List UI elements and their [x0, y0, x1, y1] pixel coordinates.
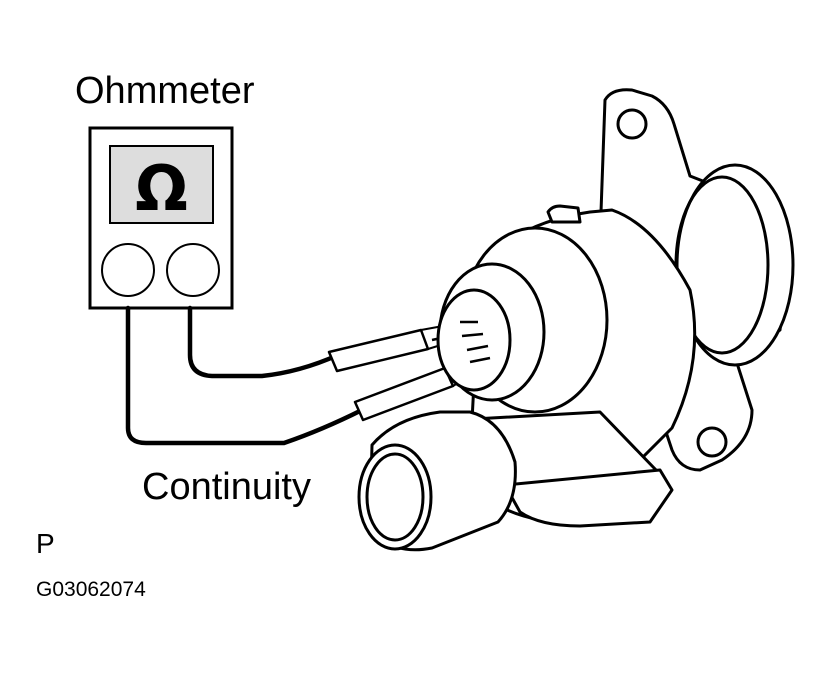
- connector-socket-inner: [436, 288, 512, 392]
- test-lead-lower: [125, 305, 365, 446]
- valve-top-nub: [546, 204, 582, 224]
- ohmmeter-label: Ohmmeter: [75, 70, 255, 112]
- ohmmeter-icon: Ω: [88, 126, 234, 310]
- ohmmeter-display: [109, 145, 214, 224]
- valve-side-pipe-opening: [357, 443, 433, 551]
- valve-base-foot: [503, 468, 674, 528]
- connector-pins: [460, 320, 491, 364]
- valve-side-pipe-opening-inner: [365, 452, 425, 542]
- continuity-label: Continuity: [142, 466, 311, 508]
- test-lead-upper: [187, 305, 341, 379]
- ohmmeter-terminal-right: [166, 243, 220, 297]
- view-marker-label: P: [36, 528, 55, 559]
- flange-bolt-hole-bottom: [696, 426, 728, 458]
- flange-bolt-hole-top: [616, 108, 648, 140]
- test-leads: [125, 305, 365, 446]
- valve-icon: [357, 88, 795, 552]
- ohmmeter-terminal-left: [101, 243, 155, 297]
- figure-code-label: G03062074: [36, 578, 146, 601]
- ohm-symbol: Ω: [135, 152, 188, 225]
